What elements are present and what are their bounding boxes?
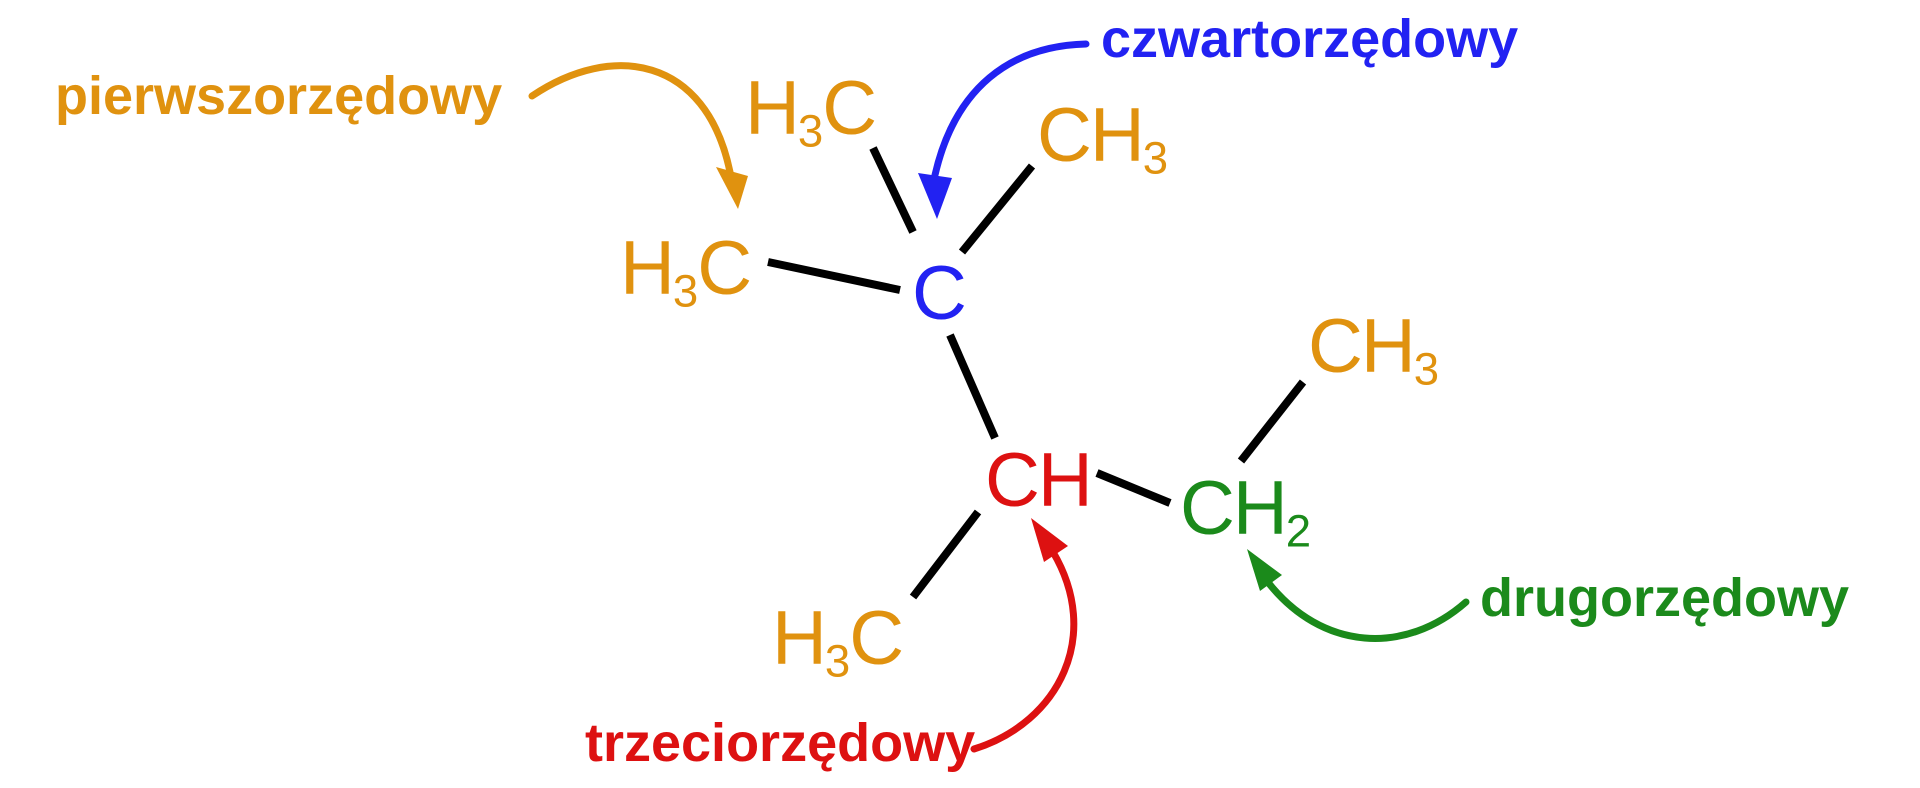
formula-ch2-secondary-ch: CH — [1180, 466, 1288, 551]
formula-c-quaternary: C — [912, 251, 967, 336]
formula-h3c-left-sub: 3 — [672, 265, 698, 317]
label-tertiary-carbon: trzeciorzędowy — [585, 713, 976, 773]
formula-h3c-left-h: H — [620, 226, 675, 311]
secondary-arrow-curve — [1263, 577, 1470, 642]
formula-h3c-bottom: H3C — [772, 601, 904, 687]
bond-ch2-ch3r — [1237, 379, 1307, 464]
bond-lines — [767, 146, 1307, 600]
formula-ch2-secondary-sub: 2 — [1285, 505, 1311, 557]
quaternary-arrow — [918, 40, 1090, 219]
formula-ch3-right-ch: CH — [1308, 304, 1416, 389]
label-secondary-carbon: drugorzędowy — [1480, 568, 1850, 628]
bond-ch-h3cbot — [909, 509, 982, 600]
quaternary-arrow-curve — [931, 40, 1090, 179]
formula-h3c-bottom-c: C — [849, 596, 904, 681]
primary-arrow — [528, 62, 748, 209]
bond-ch3top-c — [958, 163, 1036, 255]
formula-h3c-top: H3C — [745, 71, 877, 157]
secondary-arrowhead-icon — [1247, 549, 1282, 591]
formula-h3c-left-c: C — [697, 226, 752, 311]
label-primary-carbon: pierwszorzędowy — [55, 66, 503, 126]
primary-arrowhead-icon — [716, 167, 748, 209]
quaternary-arrowhead-icon — [918, 173, 952, 219]
tertiary-arrow — [970, 518, 1078, 753]
formula-ch3-top-right: CH3 — [1037, 98, 1168, 184]
formula-ch-tertiary: CH — [985, 438, 1093, 523]
formula-h3c-top-c: C — [822, 66, 877, 151]
tertiary-arrow-curve — [970, 548, 1078, 753]
formula-ch3-right-sub: 3 — [1413, 343, 1439, 395]
formula-h3c-bottom-h: H — [772, 596, 827, 681]
tertiary-arrowhead-icon — [1031, 518, 1068, 562]
bond-h3cleft-c — [767, 258, 901, 294]
formula-ch3-top-right-ch: CH — [1037, 93, 1145, 178]
formula-ch2-secondary: CH2 — [1180, 471, 1311, 557]
bond-c-ch — [946, 333, 999, 440]
formula-h3c-top-h: H — [745, 66, 800, 151]
formula-ch3-top-right-sub: 3 — [1142, 132, 1168, 184]
formula-h3c-bottom-sub: 3 — [824, 635, 850, 687]
formula-h3c-top-sub: 3 — [797, 105, 823, 157]
bond-ch-ch2 — [1095, 469, 1172, 507]
formula-h3c-left: H3C — [620, 231, 752, 317]
bond-h3ctop-c — [869, 146, 917, 234]
primary-arrow-curve — [528, 62, 734, 176]
formula-ch3-right: CH3 — [1308, 309, 1439, 395]
secondary-arrow — [1247, 549, 1470, 642]
label-quaternary-carbon: czwartorzędowy — [1101, 9, 1519, 69]
